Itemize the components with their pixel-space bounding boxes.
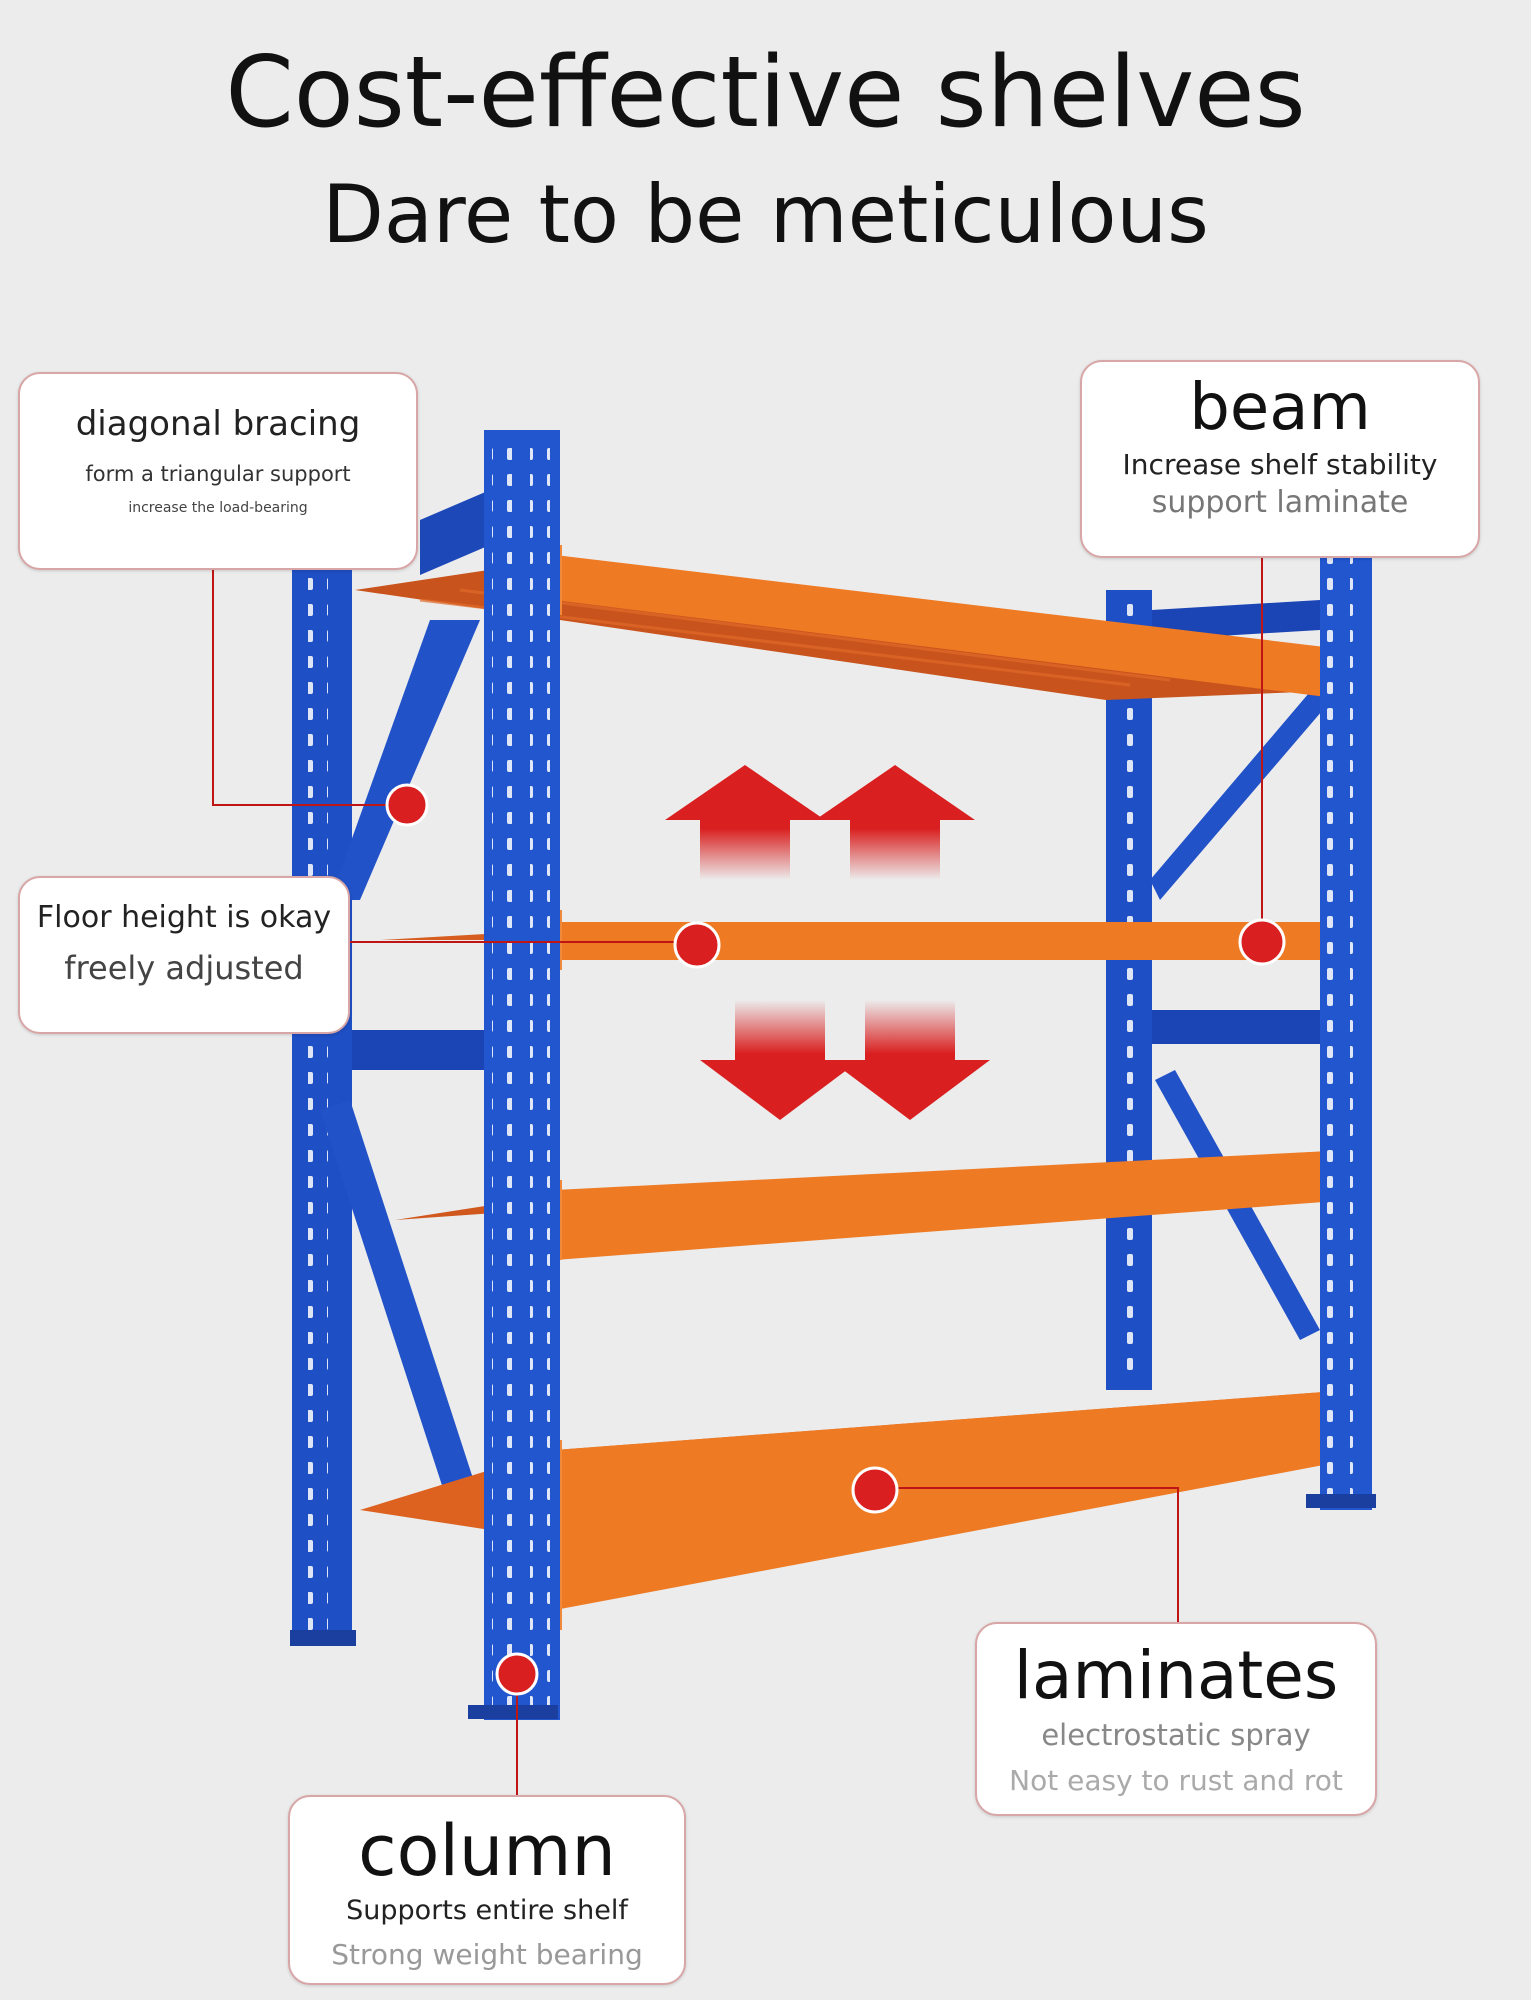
callout-line: Strong weight bearing	[331, 1938, 643, 1971]
callout-heading: laminates	[1013, 1637, 1339, 1714]
callout-line: Increase shelf stability	[1122, 448, 1438, 481]
adjust-arrows	[665, 765, 990, 1120]
callout-laminates: laminates electrostatic spray Not easy t…	[975, 1622, 1377, 1816]
front-left-column	[468, 430, 560, 1720]
page-subtitle: Dare to be meticulous	[322, 168, 1209, 261]
callout-beam: beam Increase shelf stability support la…	[1080, 360, 1480, 558]
callout-line: Supports entire shelf	[346, 1895, 628, 1926]
arrow-up-icon	[665, 765, 975, 880]
callout-line: form a triangular support	[85, 462, 351, 486]
marker-column	[495, 1652, 539, 1696]
callout-line: increase the load-bearing	[128, 500, 308, 516]
callout-column: column Supports entire shelf Strong weig…	[288, 1795, 686, 1985]
front-right-column	[1306, 530, 1376, 1510]
back-right-frame	[1106, 590, 1340, 1390]
callout-floor-height: Floor height is okay freely adjusted	[18, 876, 350, 1034]
callout-line: freely adjusted	[64, 949, 304, 987]
red-markers	[385, 783, 1286, 1696]
callout-line: support laminate	[1151, 485, 1409, 520]
marker-beam	[1238, 918, 1286, 966]
marker-diagonal-bracing	[385, 783, 429, 827]
callout-diagonal-bracing: diagonal bracing form a triangular suppo…	[18, 372, 418, 570]
marker-floor-height	[673, 921, 721, 969]
leader-lines	[212, 555, 1263, 1795]
callout-heading: beam	[1189, 371, 1371, 445]
callout-heading: Floor height is okay	[36, 900, 332, 935]
callout-line: electrostatic spray	[1041, 1718, 1311, 1752]
marker-laminates	[851, 1466, 899, 1514]
back-left-frame	[290, 490, 490, 1646]
callout-heading: diagonal bracing	[75, 404, 361, 444]
callout-line: Not easy to rust and rot	[1009, 1764, 1343, 1797]
arrow-down-icon	[700, 1000, 990, 1120]
callout-heading: column	[358, 1810, 616, 1892]
page-title: Cost-effective shelves	[225, 36, 1306, 150]
